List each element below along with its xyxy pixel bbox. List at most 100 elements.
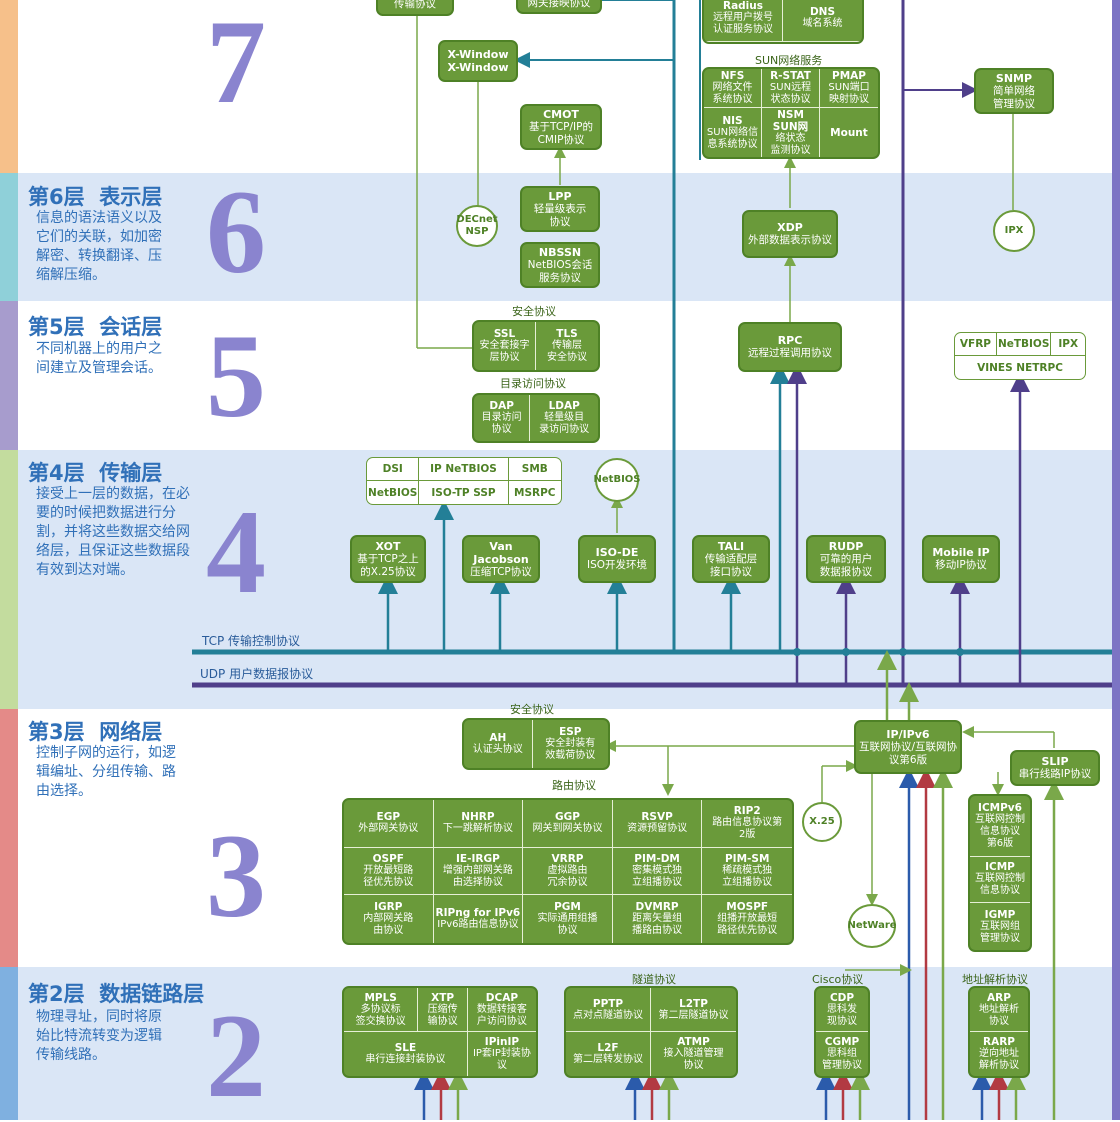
- box-transport-protocol-top: 传输协议: [376, 0, 454, 16]
- layer3-number: 3: [206, 809, 266, 942]
- layer4-title: 第4层 传输层: [28, 461, 163, 485]
- layer5-tab: [0, 301, 18, 450]
- tcp-label: TCP 传输控制协议: [202, 634, 301, 648]
- label-directory: 目录访问协议: [500, 377, 566, 390]
- layer6-number: 6: [206, 165, 266, 298]
- label-addr-resolution: 地址解析协议: [962, 973, 1028, 986]
- layer4-number: 4: [206, 485, 266, 618]
- label-routing: 路由协议: [552, 779, 596, 792]
- cell-netbios-l5: NeTBIOS: [996, 333, 1052, 356]
- layer3-tab: [0, 709, 18, 967]
- layer3-title: 第3层 网络层: [28, 720, 163, 744]
- cell-isotp-ssp: ISO-TP SSP: [419, 481, 509, 504]
- circle-ipx: IPX: [993, 210, 1035, 252]
- layer3-desc: 控制子网的运行，如逻辑编址、分组传输、路由选择。: [36, 745, 176, 799]
- label-security-l5: 安全协议: [512, 305, 556, 318]
- cell-netbios: NetBIOS: [367, 481, 420, 504]
- label-sun-services: SUN网络服务: [755, 54, 823, 67]
- layer4-tab: [0, 450, 18, 709]
- cell-smb: SMB: [508, 458, 561, 481]
- label-tunnel: 隧道协议: [632, 973, 676, 986]
- box-gateway-top: 网关接映协议: [516, 0, 602, 14]
- layer6-title: 第6层 表示层: [28, 185, 163, 209]
- label-cisco: Cisco协议: [812, 973, 864, 986]
- cell-msrpc: MSRPC: [514, 486, 556, 499]
- layer5-number: 5: [206, 309, 266, 442]
- right-edge-bar: [1112, 0, 1120, 1120]
- label-security-l3: 安全协议: [510, 703, 554, 716]
- layer6-tab: [0, 173, 18, 301]
- circle-netbios: NetBIOS: [594, 458, 641, 502]
- layer7-number: 7: [206, 0, 266, 128]
- layer7-tab: [0, 0, 18, 173]
- cell-dsi: DSI: [367, 458, 420, 481]
- layer5-desc: 不同机器上的用户之间建立及管理会话。: [36, 341, 162, 376]
- layer4-desc: 接受上一层的数据，在必要的时候把数据进行分割，并将这些数据交给网络层，且保证这些…: [36, 486, 190, 578]
- layer2-number: 2: [206, 989, 266, 1122]
